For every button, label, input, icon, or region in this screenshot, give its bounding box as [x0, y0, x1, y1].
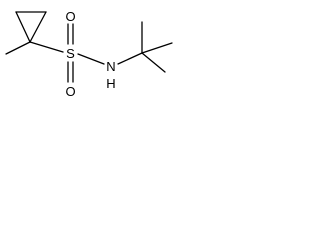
molecule-drawing: S O O N H [5, 9, 173, 99]
atom-oxygen-top: O [65, 9, 75, 24]
nitrogen-carbon-bond [117, 52, 143, 65]
ring-bond-right-quaternary [29, 11, 47, 43]
tbutyl-methyl-down [141, 52, 166, 73]
atom-nitrogen: N [106, 59, 115, 74]
atom-hydrogen: H [106, 76, 115, 91]
atom-oxygen-bottom: O [65, 84, 75, 99]
atom-sulfur: S [66, 46, 75, 61]
structure-diagram: S O O N H [0, 0, 180, 102]
sulfur-nitrogen-bond [77, 53, 105, 65]
carbon-sulfur-bond [29, 41, 64, 53]
tbutyl-methyl-right [141, 42, 173, 54]
ring-bond-left-quaternary [15, 11, 31, 43]
methyl-bond [5, 41, 31, 55]
